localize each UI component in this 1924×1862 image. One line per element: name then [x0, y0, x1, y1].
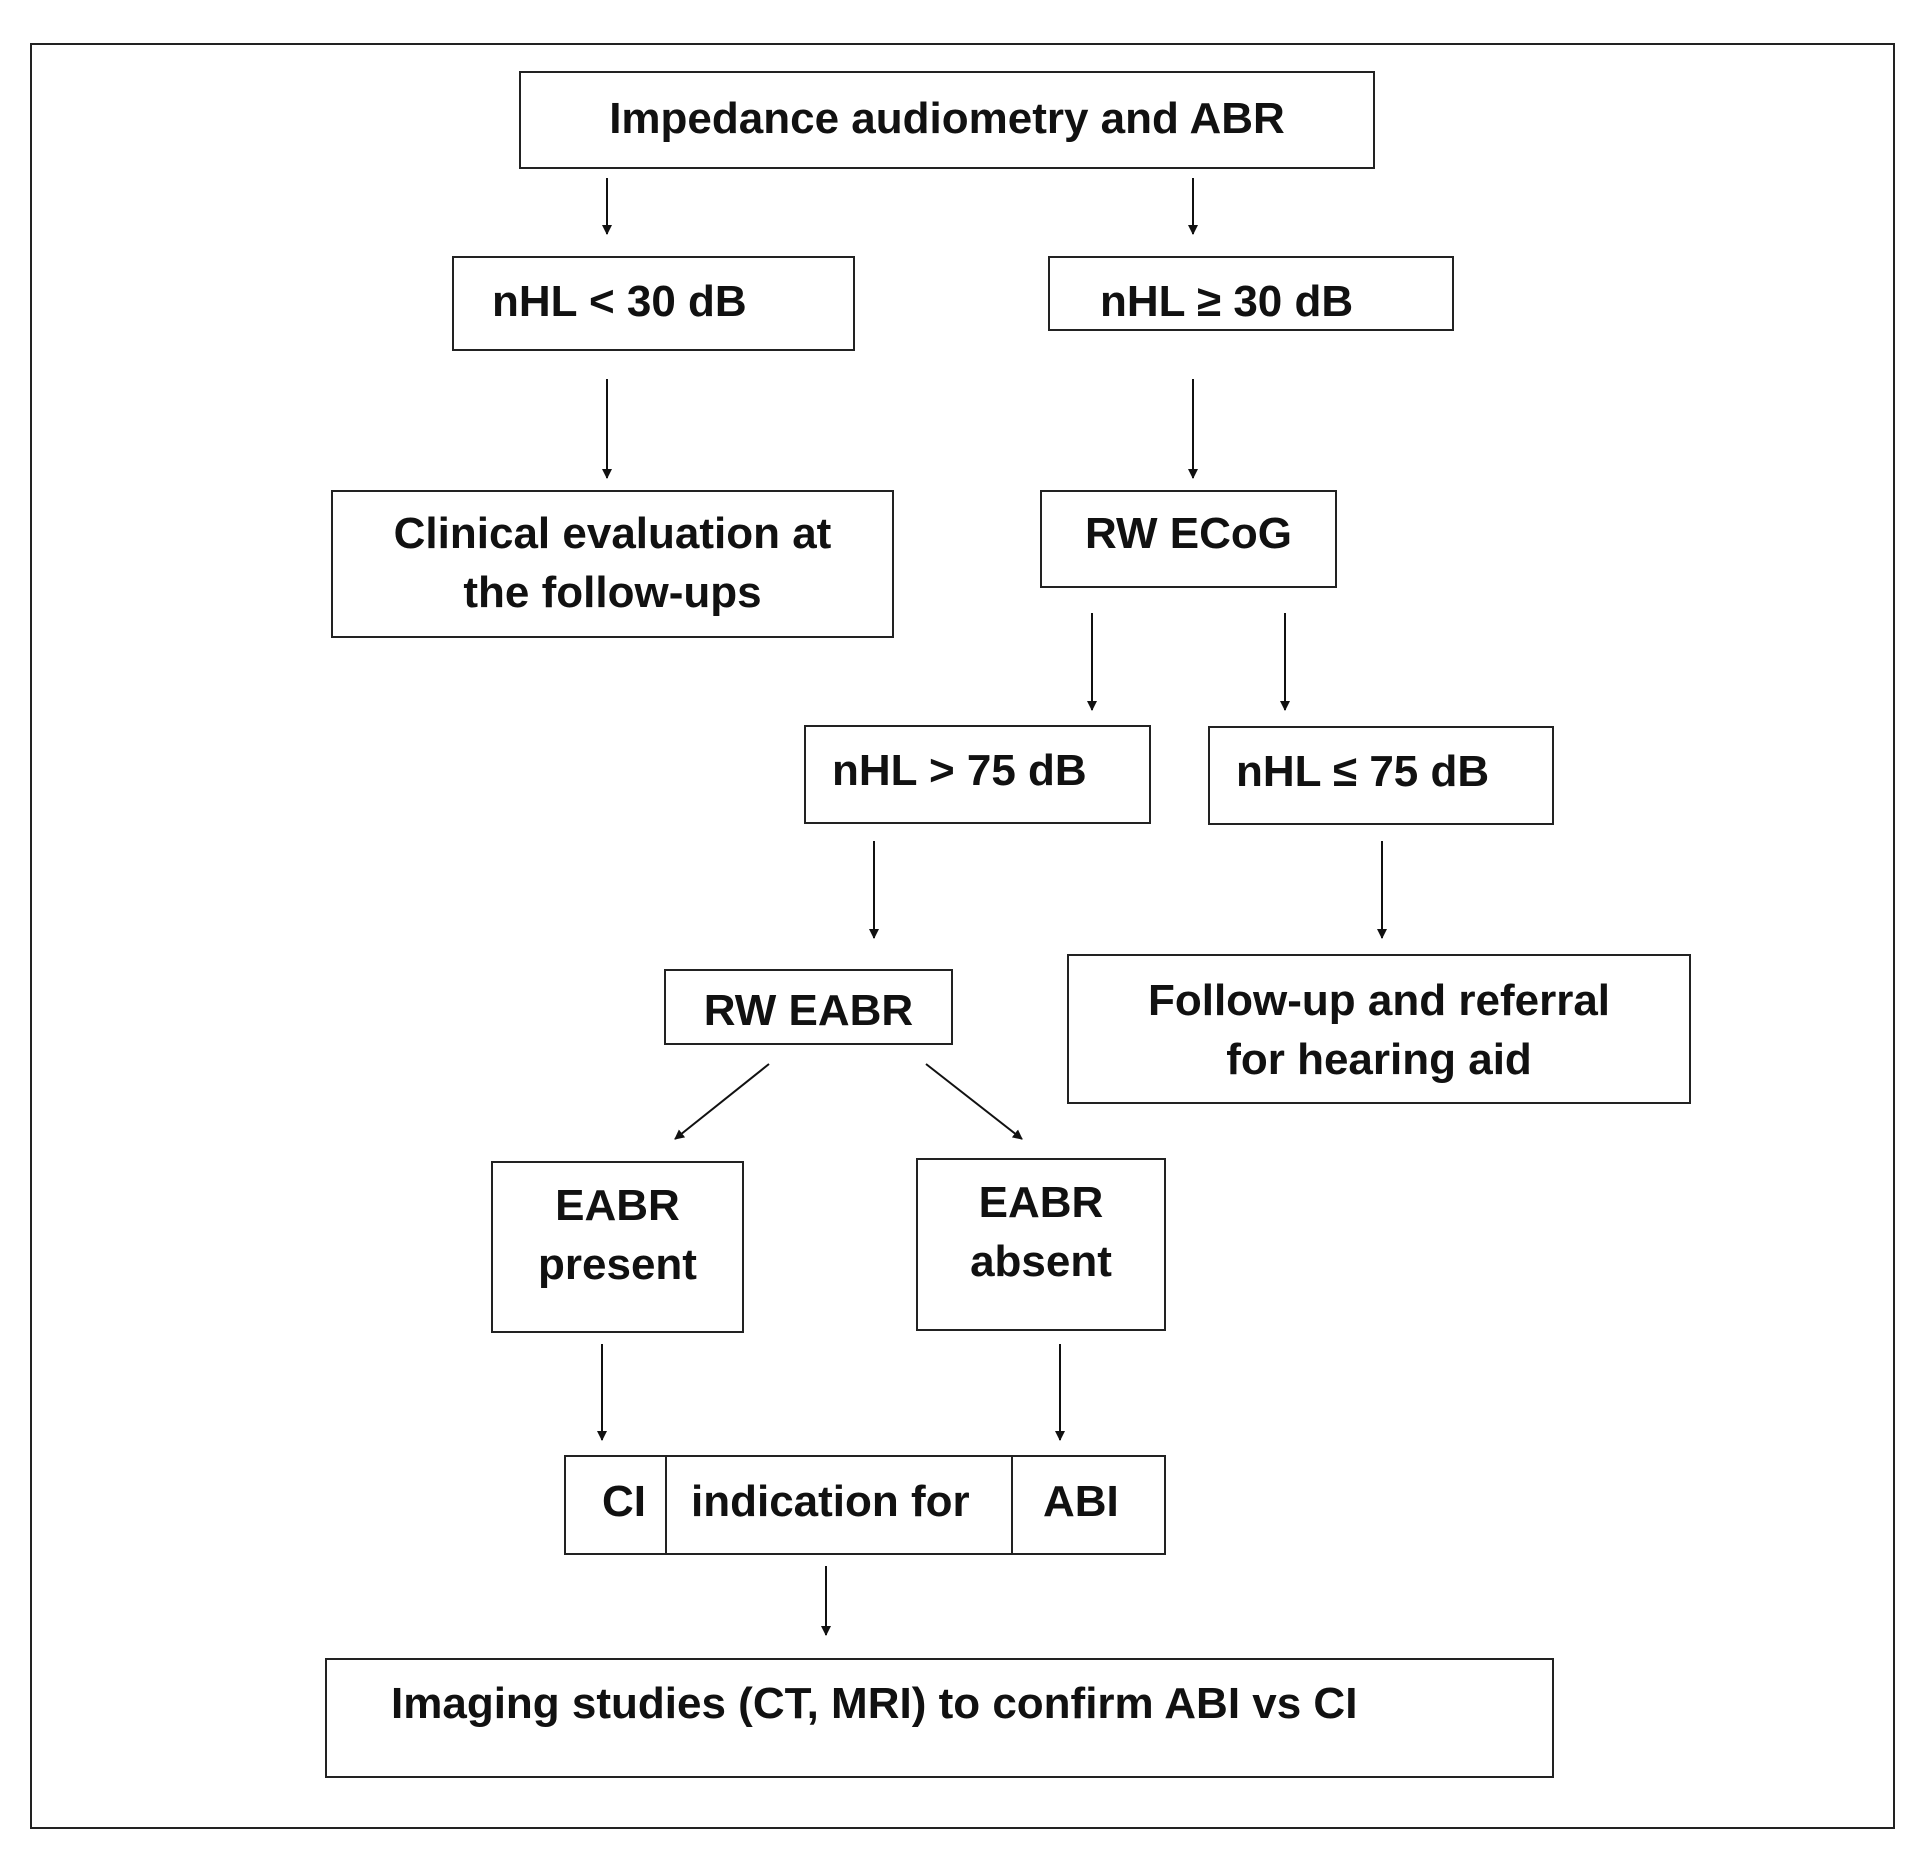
node-eabr-absent-line1: EABR [978, 1178, 1104, 1227]
node-ci-label: CI [602, 1477, 646, 1526]
node-nhl-gt-75-label: nHL > 75 dB [832, 746, 1087, 795]
node-clinical-line2: the follow-ups [463, 568, 762, 617]
arrow-eabr-to-absent [925, 1063, 1023, 1140]
node-eabr-present: EABR present [491, 1161, 744, 1333]
node-nhl-le-75: nHL ≤ 75 dB [1208, 726, 1554, 825]
node-imaging-label: Imaging studies (CT, MRI) to confirm ABI… [391, 1679, 1358, 1728]
node-followup-line2: for hearing aid [1226, 1035, 1532, 1084]
node-start-label: Impedance audiometry and ABR [609, 94, 1285, 143]
node-indication: CI indication for ABI [564, 1455, 1166, 1555]
node-rw-ecog-label: RW ECoG [1085, 509, 1292, 558]
node-rw-ecog: RW ECoG [1040, 490, 1337, 588]
node-followup-referral: Follow-up and referral for hearing aid [1067, 954, 1691, 1104]
node-indication-label: indication for [691, 1477, 970, 1526]
node-rw-eabr-label: RW EABR [703, 986, 914, 1035]
node-nhl-ge-30-label: nHL ≥ 30 dB [1100, 277, 1354, 326]
node-clinical-evaluation: Clinical evaluation at the follow-ups [331, 490, 894, 638]
node-eabr-absent: EABR absent [916, 1158, 1166, 1331]
node-nhl-gt-75: nHL > 75 dB [804, 725, 1151, 824]
divider-right [1011, 1457, 1013, 1553]
node-clinical-line1: Clinical evaluation at [393, 509, 832, 558]
node-nhl-ge-30: nHL ≥ 30 dB [1048, 256, 1454, 331]
node-start: Impedance audiometry and ABR [519, 71, 1375, 169]
node-nhl-lt-30: nHL < 30 dB [452, 256, 855, 351]
arrow-eabr-to-present [674, 1063, 770, 1140]
node-nhl-lt-30-label: nHL < 30 dB [492, 277, 747, 326]
node-eabr-present-line2: present [538, 1240, 697, 1289]
node-rw-eabr: RW EABR [664, 969, 953, 1045]
node-imaging: Imaging studies (CT, MRI) to confirm ABI… [325, 1658, 1554, 1778]
divider-left [665, 1457, 667, 1553]
node-eabr-present-line1: EABR [555, 1181, 680, 1230]
node-eabr-absent-line2: absent [970, 1237, 1112, 1286]
diagram-frame [30, 43, 1895, 1829]
node-abi-label: ABI [1043, 1477, 1119, 1526]
node-followup-line1: Follow-up and referral [1147, 976, 1611, 1025]
node-nhl-le-75-label: nHL ≤ 75 dB [1236, 747, 1490, 796]
